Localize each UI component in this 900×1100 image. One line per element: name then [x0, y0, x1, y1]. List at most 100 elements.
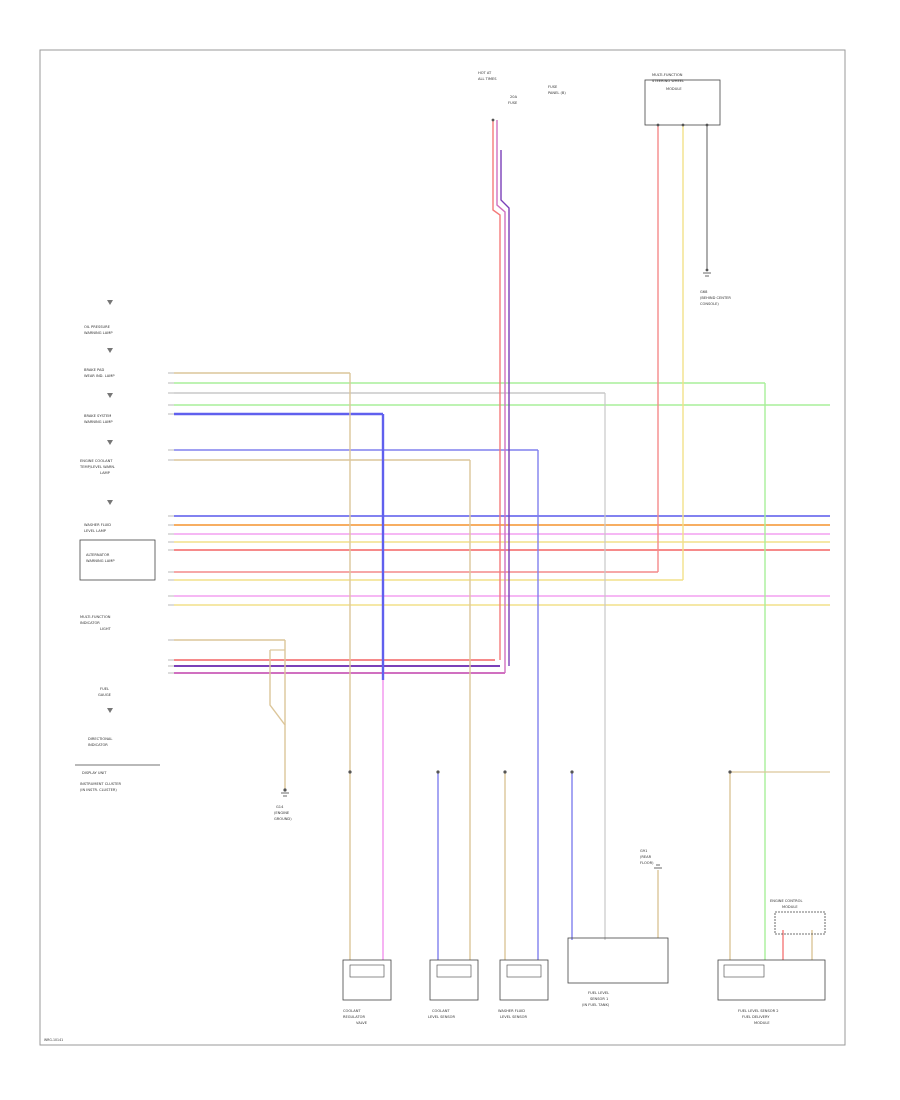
- lamp-label: INDICATOR: [88, 743, 108, 747]
- lamp-label: WASHER FLUID: [84, 523, 111, 527]
- fuse-label: ALL TIMES: [478, 77, 497, 81]
- wire-fuse-red: [492, 120, 501, 660]
- dot: [348, 770, 352, 774]
- dot: [705, 268, 709, 272]
- page-id: WRG-10141: [44, 1038, 63, 1042]
- lamp-label: BRAKE PAD: [84, 368, 104, 372]
- fuel2-inner: [723, 964, 765, 978]
- lamp-icon: [107, 440, 113, 445]
- fuse-label: 20A: [510, 95, 518, 99]
- fuse-label: HOT AT: [478, 71, 492, 75]
- component-label: COOLANT: [432, 1009, 450, 1013]
- cluster-harness: [174, 372, 830, 674]
- lamp-label: WARNING LAMP: [84, 331, 113, 335]
- lamp-label: WARNING LAMP: [84, 420, 113, 424]
- labels: HOT AT ALL TIMES FUSE 20A FUSE PANEL (B)…: [44, 71, 802, 1042]
- lamp-label: FUEL: [100, 687, 109, 691]
- ground-label: G68: [700, 290, 708, 294]
- lamp-label: (IN INSTR. CLUSTER): [80, 788, 117, 792]
- vertical-wires: [269, 120, 830, 960]
- lamp-label: INDICATOR: [80, 621, 100, 625]
- washer-level-inner: [506, 964, 542, 978]
- washer-level-box: [499, 959, 549, 1001]
- components: [75, 79, 826, 1001]
- lamp-label: DIRECTIONAL: [88, 737, 112, 741]
- lamp-icon: [107, 500, 113, 505]
- lamp-label: LAMP: [100, 471, 111, 475]
- component-label: SENSOR 1: [590, 997, 608, 1001]
- component-label: MODULE: [754, 1021, 770, 1025]
- fuel-sensor-1-box: [567, 937, 669, 984]
- lamp-icon: [107, 348, 113, 353]
- lamp-label: BRAKE SYSTEM: [84, 414, 111, 418]
- dot: [681, 123, 685, 127]
- lamp-label: INSTRUMENT CLUSTER: [80, 782, 121, 786]
- coolant-valve-box: [342, 959, 392, 1001]
- wire-ground-left: [269, 650, 286, 790]
- ground-label: (REAR: [640, 855, 652, 859]
- dot: [570, 770, 574, 774]
- lamp-label: WEAR IND. LAMP: [84, 374, 115, 378]
- module-title: STEERING WHEEL: [652, 79, 684, 83]
- dot: [503, 770, 507, 774]
- cluster-box: [79, 539, 156, 581]
- ecm-label: ENGINE CONTROL: [770, 899, 802, 903]
- dot: [656, 123, 660, 127]
- component-label: FUEL LEVEL SENSOR 2: [738, 1009, 779, 1013]
- dot: [491, 118, 495, 122]
- fuse-label: PANEL (B): [548, 91, 566, 95]
- lamp-icon: [107, 393, 113, 398]
- component-label: REGULATOR: [343, 1015, 365, 1019]
- diagram-frame: [39, 49, 846, 1046]
- fuse-label: FUSE: [548, 85, 558, 89]
- coolant-valve-inner: [349, 964, 385, 978]
- ground-label: (BEHIND CENTER: [700, 296, 731, 300]
- ground-symbols: [281, 272, 711, 869]
- connector-dots: [283, 118, 732, 792]
- ecm-label: MODULE: [782, 905, 798, 909]
- component-label: VALVE: [356, 1021, 368, 1025]
- dot: [436, 770, 440, 774]
- lamp-label: GAUGE: [98, 693, 112, 697]
- coolant-level-box: [429, 959, 479, 1001]
- lamp-label: LEVEL LAMP: [84, 529, 107, 533]
- component-label: FUEL DELIVERY: [742, 1015, 770, 1019]
- ground-label: FLOOR): [640, 861, 654, 865]
- component-label: WASHER FLUID: [498, 1009, 525, 1013]
- module-title: MULTI-FUNCTION: [652, 73, 683, 77]
- fuse-label: FUSE: [508, 101, 518, 105]
- lamp-label: ENGINE COOLANT: [80, 459, 113, 463]
- ground-label: G14: [276, 805, 284, 809]
- wire-fuse-purple: [500, 150, 510, 666]
- dot: [283, 788, 287, 792]
- lamp-label: OIL PRESSURE: [84, 325, 111, 329]
- component-inner: [349, 964, 765, 978]
- wire-fuse-pink: [496, 120, 506, 673]
- fuel-sensor-2-box: [717, 959, 826, 1001]
- component-label: LEVEL SENSOR: [500, 1015, 527, 1019]
- steering-wheel-module-box: [644, 79, 721, 126]
- lamp-label: DISPLAY UNIT: [82, 771, 107, 775]
- dot: [705, 123, 709, 127]
- lamp-label: LIGHT: [100, 627, 112, 631]
- lamp-label: TEMP/LEVEL WARN.: [79, 465, 115, 469]
- ground-label: G91: [640, 849, 647, 853]
- lamp-label: ALTERNATOR: [86, 553, 110, 557]
- ground-label: (ENGINE: [274, 811, 290, 815]
- ecm-box: [774, 911, 826, 935]
- lamp-icon: [107, 300, 113, 305]
- coolant-level-inner: [436, 964, 472, 978]
- component-label: LEVEL SENSOR: [428, 1015, 455, 1019]
- cluster-pins: [168, 372, 174, 674]
- lamp-symbols: [107, 300, 113, 713]
- ground-label: GROUND): [274, 817, 292, 821]
- lamp-icon: [107, 708, 113, 713]
- component-label: FUEL LEVEL: [588, 991, 609, 995]
- module-title: MODULE: [666, 87, 682, 91]
- component-label: (IN FUEL TANK): [582, 1003, 610, 1007]
- ground-label: CONSOLE): [700, 302, 719, 306]
- dot: [728, 770, 732, 774]
- lamp-label: WARNING LAMP: [86, 559, 115, 563]
- lamp-label: MULTI-FUNCTION: [80, 615, 111, 619]
